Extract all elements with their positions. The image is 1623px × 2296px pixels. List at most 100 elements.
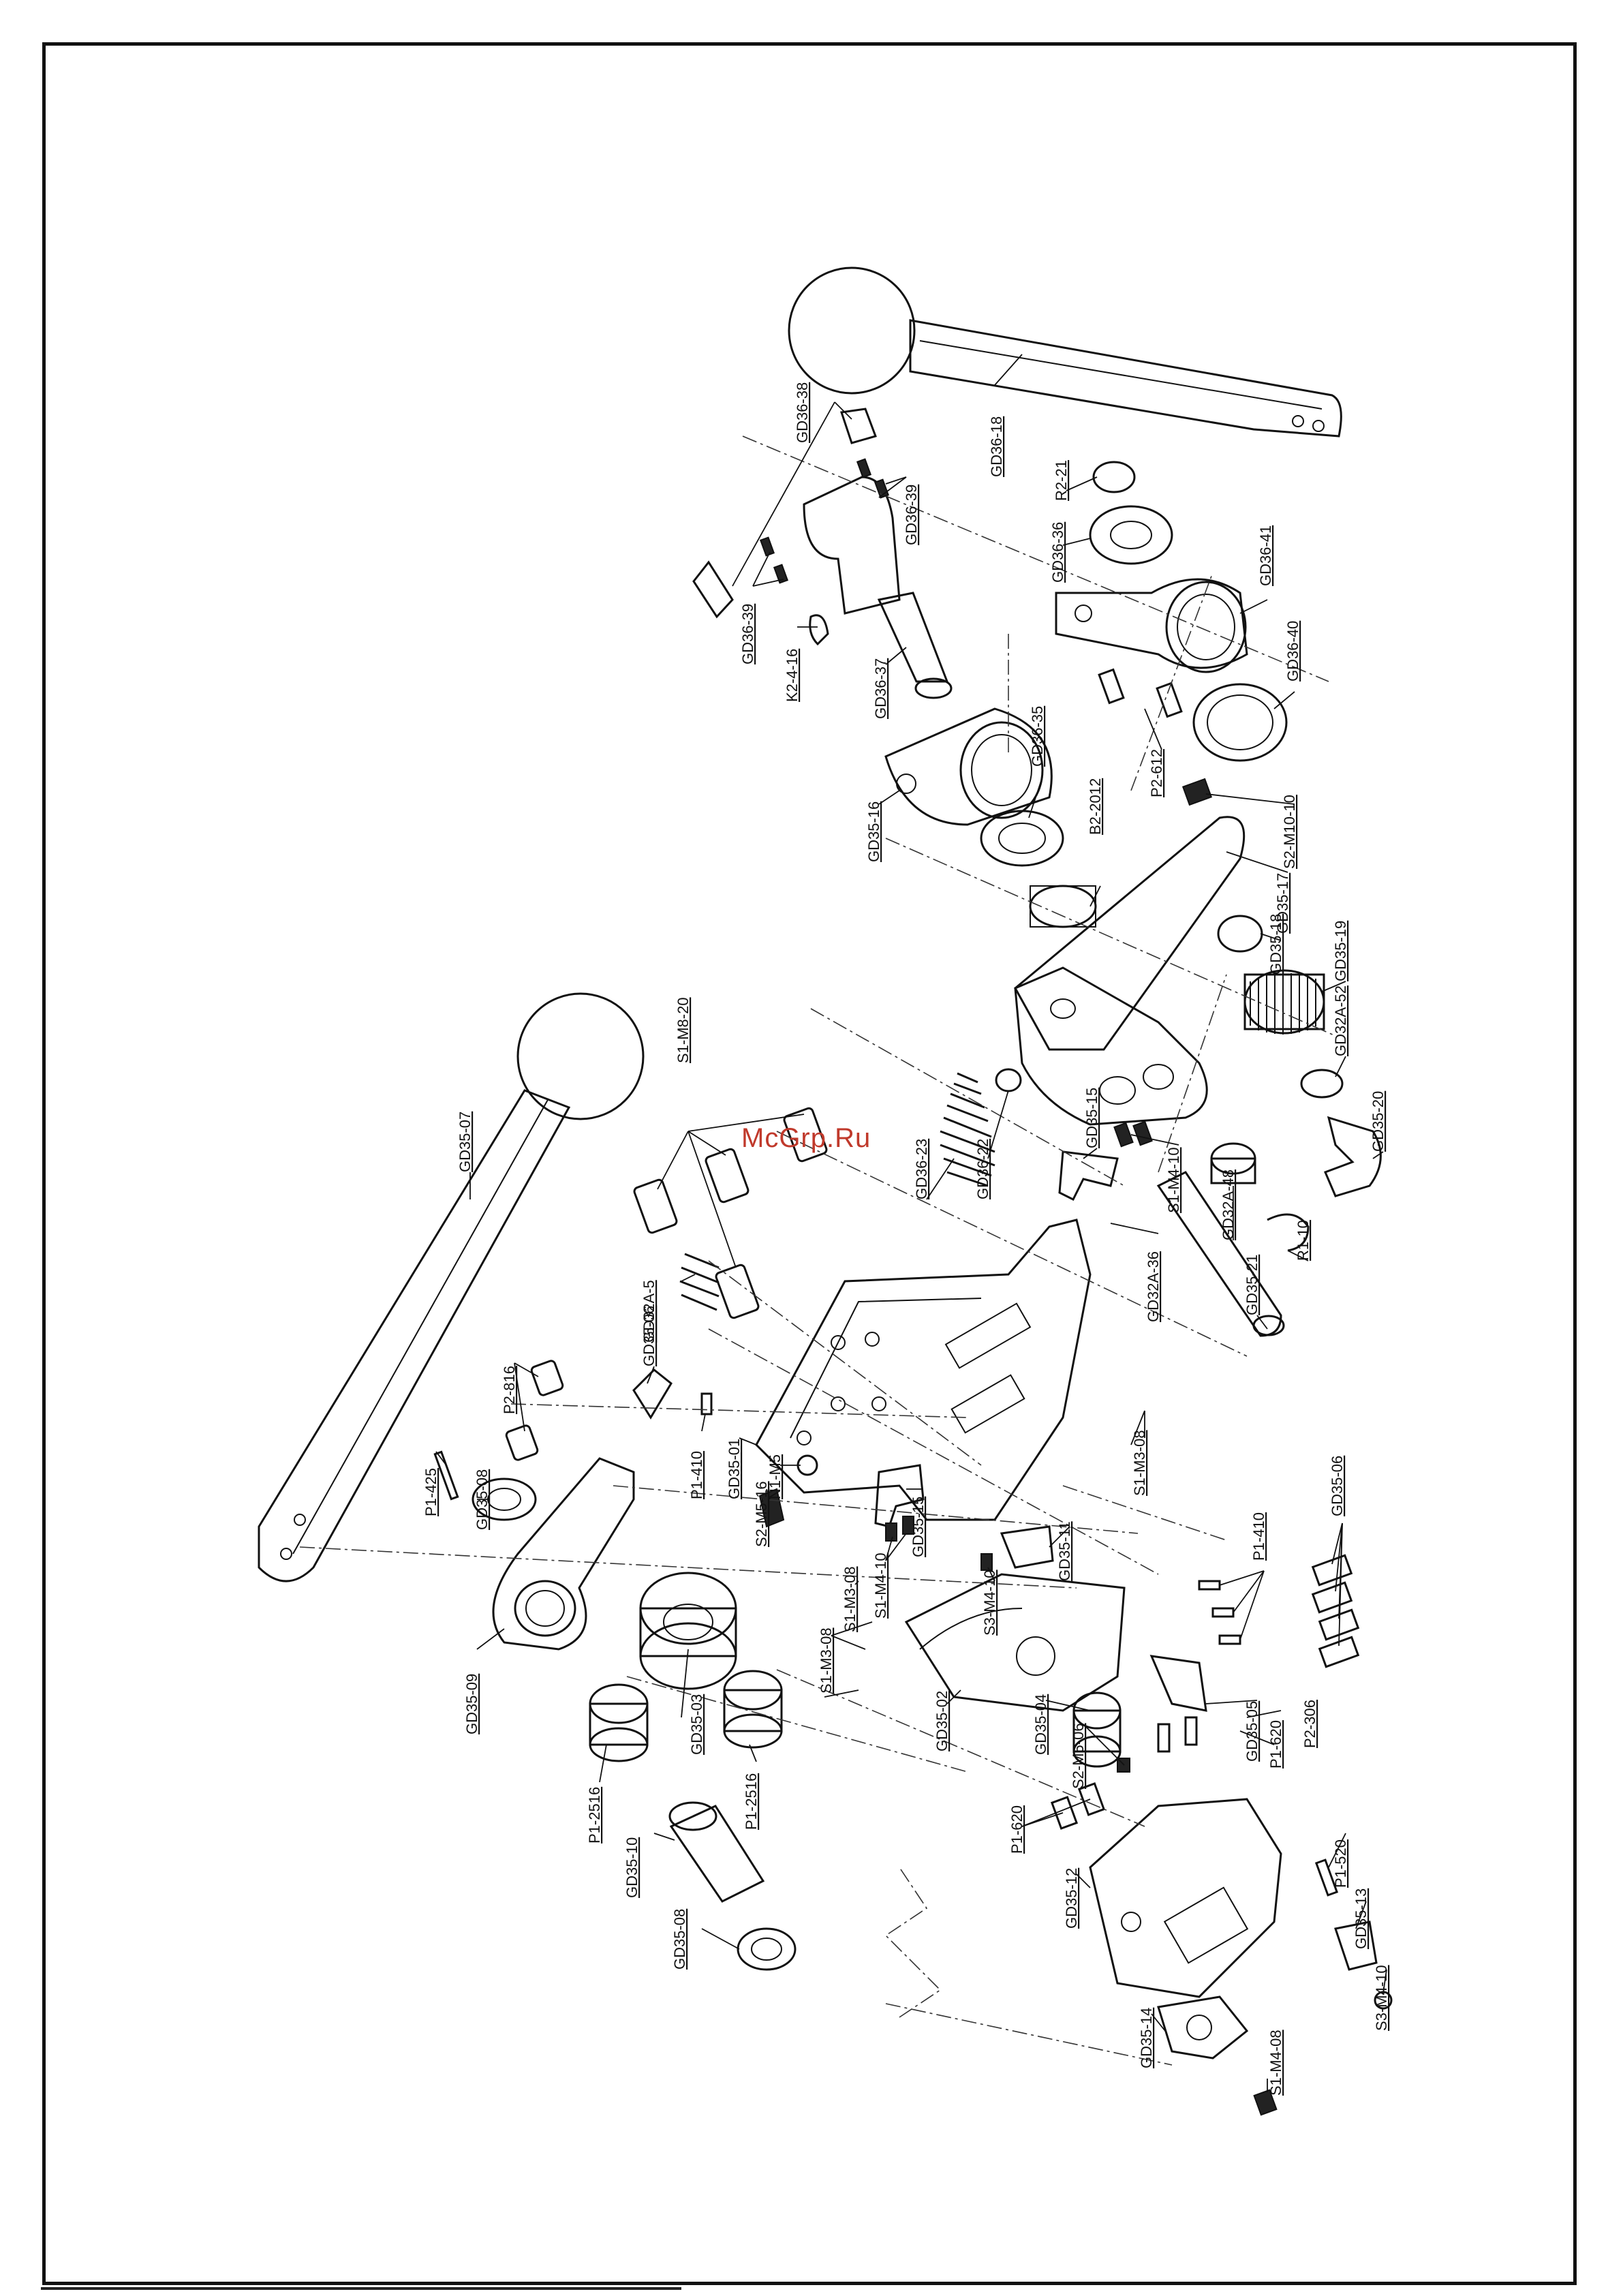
label-gd35-01: GD35-01 <box>726 1439 743 1499</box>
gear-gd35-19 <box>1243 969 1325 1035</box>
label-gd35-19: GD35-19 <box>1332 921 1349 981</box>
pin-gd36-22 <box>995 1068 1022 1092</box>
label-p1-425: P1-425 <box>422 1468 439 1516</box>
label-s2-m5-16: S2-M5-16 <box>753 1481 770 1547</box>
lever-gd35-17 <box>1014 816 1246 1051</box>
label-s1-m3-08-a: S1-M3-08 <box>841 1566 859 1632</box>
label-gd35-02: GD35-02 <box>933 1691 950 1751</box>
gear-p1-2516-a <box>589 1683 649 1762</box>
shaft-gd36-37 <box>803 476 901 615</box>
label-s2-m5-06: S2-M5-06 <box>1070 1723 1087 1789</box>
label-gd35-20: GD35-20 <box>1370 1091 1387 1152</box>
washer-gd35-18 <box>1217 915 1263 953</box>
label-gd36-23: GD36-23 <box>913 1139 930 1199</box>
screw-s1-m4-08 <box>1253 2089 1278 2116</box>
label-s2-m10-10: S2-M10-10 <box>1281 795 1298 869</box>
arm-gd35-16 <box>884 707 1053 826</box>
label-gd32a-48: GD32A-48 <box>1220 1169 1237 1240</box>
label-s1-m8-20: S1-M8-20 <box>675 997 692 1063</box>
label-gd35-15-a: GD35-15 <box>1083 1088 1100 1148</box>
label-s3-m4-10-a: S3-M4-10 <box>981 1570 998 1636</box>
lever-gd35-07 <box>258 1089 571 1582</box>
latch-gd35-20 <box>1324 1116 1382 1197</box>
washer-gd36-35 <box>980 810 1064 867</box>
label-b2-2012: B2-2012 <box>1087 778 1104 835</box>
label-n1-m5: N1-M5 <box>767 1454 784 1499</box>
bottom-rule <box>41 2287 681 2290</box>
label-p2-816: P2-816 <box>501 1366 518 1414</box>
label-gd36-40: GD36-40 <box>1284 621 1301 682</box>
label-gd35-05: GD35-05 <box>1243 1701 1261 1762</box>
label-gd36-18: GD36-18 <box>988 416 1005 477</box>
label-gd36-38: GD36-38 <box>794 382 811 443</box>
label-gd36-39-b: GD36-39 <box>739 604 756 664</box>
hub-arm-gd35-09 <box>492 1457 635 1651</box>
plate-gd35-14 <box>1157 1995 1249 2060</box>
label-r2-21: R2-21 <box>1053 460 1070 501</box>
ball-knob-top <box>788 266 916 395</box>
label-gd35-06-a: GD35-06 <box>640 1306 658 1366</box>
block-gd35-11 <box>1000 1525 1054 1569</box>
label-gd35-14: GD35-14 <box>1138 2008 1155 2068</box>
label-p1-2516-b: P1-2516 <box>743 1773 760 1830</box>
label-gd32a-36: GD32A-36 <box>1145 1251 1162 1322</box>
pin-p2-816-b <box>505 1424 539 1461</box>
label-gd35-03: GD35-03 <box>688 1694 705 1755</box>
label-gd36-36: GD36-36 <box>1049 522 1066 583</box>
clip-gd35-15-b <box>874 1464 925 1528</box>
label-gd36-37: GD36-37 <box>872 658 889 719</box>
label-gd35-16: GD35-16 <box>865 801 882 862</box>
label-gd35-07: GD35-07 <box>457 1112 474 1172</box>
label-gd32a-5: GD32A-5 <box>640 1280 658 1343</box>
label-p1-620-b: P1-620 <box>1008 1805 1025 1854</box>
part-labels: GD36-38 GD36-39 GD36-39 GD36-18 R2-21 GD… <box>422 382 1390 2096</box>
pin-p2-816-a <box>530 1360 564 1396</box>
label-p1-410-b: P1-410 <box>1250 1512 1267 1561</box>
label-gd36-22: GD36-22 <box>974 1139 991 1199</box>
housing-gd35-02 <box>904 1573 1126 1712</box>
lever-hub-gd35-17 <box>1014 966 1208 1126</box>
label-s1-m3-08-b: S1-M3-08 <box>1131 1430 1148 1496</box>
label-gd35-08-a: GD35-08 <box>474 1469 491 1530</box>
washer-gd35-08-a <box>472 1478 537 1521</box>
label-s3-m4-10-b: S3-M4-10 <box>1373 1965 1390 2031</box>
pins-gd35-06-a <box>632 1368 673 1420</box>
nut-n1-m5 <box>797 1454 818 1476</box>
label-gd35-17: GD35-17 <box>1274 873 1291 934</box>
label-gd35-11: GD35-11 <box>1056 1521 1073 1581</box>
gear-p1-2516-b <box>723 1670 783 1749</box>
drawing-border <box>42 42 1577 2285</box>
side-plate-gd35-12 <box>1089 1798 1282 1998</box>
key-k2-4-16 <box>809 614 829 646</box>
label-gd36-35: GD36-35 <box>1029 706 1046 767</box>
leader-lines <box>435 354 1387 2092</box>
cylinder-gd35-10 <box>669 1805 765 1903</box>
label-r1-10: R1-10 <box>1295 1220 1312 1261</box>
label-gd35-15-b: GD35-15 <box>910 1497 927 1557</box>
label-gd35-08-b: GD35-08 <box>671 1909 688 1970</box>
label-gd35-13: GD35-13 <box>1352 1888 1370 1949</box>
label-p2-612: P2-612 <box>1148 749 1165 797</box>
lever-gd36-18 <box>909 319 1342 438</box>
label-gd32a-52: GD32A-52 <box>1332 985 1349 1056</box>
label-gd35-04: GD35-04 <box>1032 1694 1049 1755</box>
bracket-gd36-41 <box>1055 578 1248 669</box>
label-gd35-12: GD35-12 <box>1063 1868 1080 1929</box>
assembly-centerlines <box>299 435 1336 2066</box>
ring-gd36-40 <box>1192 683 1288 762</box>
setscrew-s2-m10-10 <box>1181 778 1213 806</box>
clip-r2-21 <box>1092 461 1136 493</box>
key-gd36-38-b <box>840 408 877 444</box>
spring-gd36-23 <box>940 1072 995 1187</box>
washer-gd32a-52 <box>1300 1069 1344 1099</box>
base-plate-gd35-01 <box>755 1219 1092 1521</box>
clip-gd35-15-a <box>1058 1150 1119 1201</box>
pins-gd35-06-b <box>1311 1554 1360 1668</box>
label-s1-m3-08-c: S1-M3-08 <box>818 1627 835 1694</box>
ball-knob-left <box>516 992 645 1120</box>
screw-s2-m5-16 <box>758 1488 785 1528</box>
label-k2-4-16: K2-4-16 <box>784 649 801 702</box>
label-p2-306: P2-306 <box>1301 1700 1318 1748</box>
